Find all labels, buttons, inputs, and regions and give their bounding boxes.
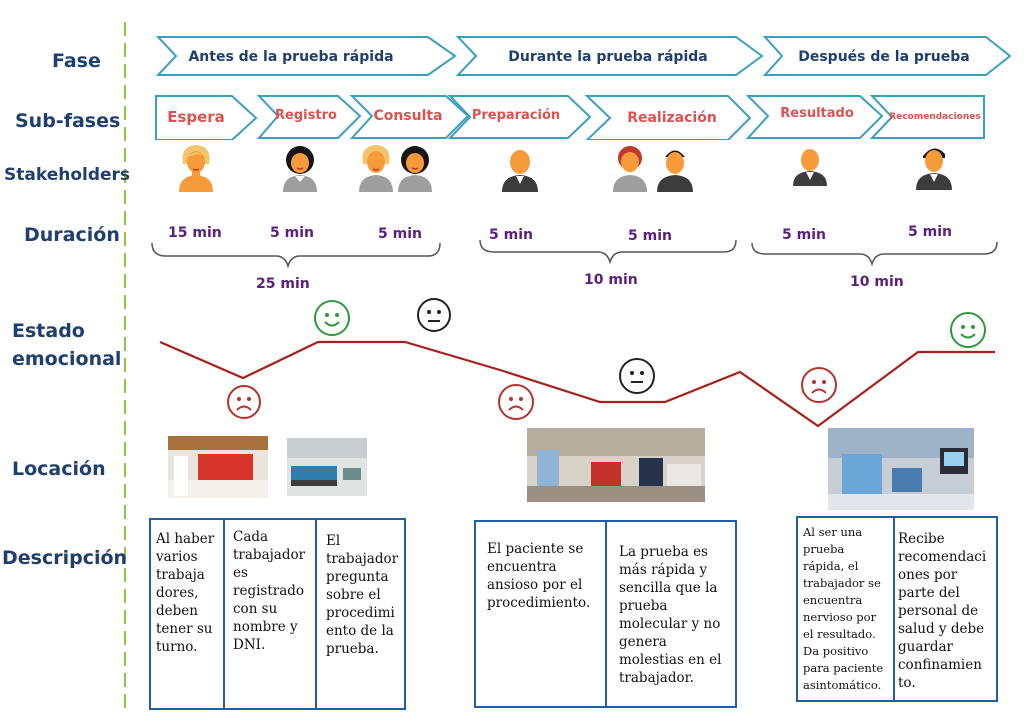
- emotion-face-happy-2: [950, 312, 986, 348]
- desc-recomendaciones: Recibe recomendaci ones por parte del pe…: [898, 531, 987, 691]
- duration-brace-during: [479, 239, 737, 265]
- subphase-label-recomendaciones: Recomendaciones: [889, 112, 981, 122]
- phase-label-before: Antes de la prueba rápida: [188, 49, 394, 65]
- subphase-label-realizacion: Realización: [627, 110, 717, 126]
- phase-chevron-during: [455, 36, 764, 76]
- phase-label-after: Después de la prueba: [798, 49, 970, 65]
- desc-group-before: [149, 518, 406, 710]
- stakeholder-avatar-man: [502, 150, 538, 192]
- duration-preparacion: 5 min: [489, 227, 533, 243]
- subphase-chevron-realizacion: [584, 95, 752, 140]
- stakeholder-avatar-man-3: [793, 149, 827, 186]
- subphase-label-registro: Registro: [275, 108, 337, 123]
- emotion-face-sad-3: [801, 367, 837, 403]
- stakeholder-avatar-dark-hair-woman: [283, 146, 317, 192]
- subphase-chevron-registro: [256, 95, 362, 139]
- subphase-label-consulta: Consulta: [373, 108, 443, 124]
- duration-registro: 5 min: [270, 225, 314, 241]
- desc-realizacion: La prueba es más rápida y sencilla que l…: [619, 544, 722, 686]
- photo-lab: [828, 428, 974, 510]
- emotion-face-happy: [314, 300, 350, 336]
- duration-phase-after: 10 min: [850, 274, 904, 290]
- photo-reception: [168, 436, 268, 498]
- subphase-label-preparacion: Preparación: [471, 108, 561, 123]
- emotion-curve: [159, 340, 995, 428]
- duration-brace-after: [751, 241, 998, 267]
- desc-espera: Al haber varios trabaja dores, deben ten…: [156, 531, 215, 655]
- stakeholder-avatar-dark-hair-woman-2: [398, 146, 432, 192]
- duration-recomendaciones: 5 min: [908, 224, 952, 240]
- emotion-face-sad-2: [498, 384, 534, 420]
- desc-resultado: Al ser una prueba rápida, el trabajador …: [803, 525, 884, 692]
- duration-brace-before: [151, 242, 441, 269]
- phase-chevron-after: [762, 36, 1012, 76]
- stakeholders-layer: [179, 145, 952, 192]
- row-label-emocional: emocional: [12, 348, 122, 370]
- subphase-chevron-espera: [155, 95, 258, 140]
- emotion-face-sad: [227, 385, 261, 419]
- photo-test-room: [527, 428, 705, 502]
- duration-espera: 15 min: [168, 225, 222, 241]
- row-label-subfases: Sub-fases: [15, 110, 121, 132]
- subphase-chevron-recomendaciones: [869, 95, 985, 139]
- desc-group-after: [796, 516, 998, 702]
- stakeholder-avatar-redhead: [613, 146, 647, 192]
- photo-waiting-room: [287, 438, 367, 496]
- subphase-chevron-preparacion: [447, 95, 592, 139]
- subphase-chevron-consulta: [349, 95, 470, 139]
- duration-consulta: 5 min: [378, 226, 422, 242]
- subphase-label-espera: Espera: [167, 108, 225, 126]
- subphase-chevron-resultado: [745, 95, 884, 139]
- row-label-stakeholders: Stakeholders: [4, 165, 131, 185]
- emotion-face-neutral: [417, 298, 451, 332]
- duration-phase-before: 25 min: [256, 276, 310, 292]
- stakeholder-avatar-blonde-woman-2: [359, 145, 393, 192]
- duration-resultado: 5 min: [782, 227, 826, 243]
- curve-layer: [151, 239, 998, 428]
- row-label-fase: Fase: [52, 50, 101, 72]
- row-label-duracion: Duración: [24, 224, 120, 246]
- desc-preparacion: El paciente se encuentra ansioso por el …: [487, 541, 591, 611]
- row-label-descripcion: Descripción: [2, 547, 128, 569]
- phase-chevron-before: [155, 36, 457, 76]
- phase-label-during: Durante la prueba rápida: [508, 49, 708, 65]
- duration-phase-during: 10 min: [584, 272, 638, 288]
- row-label-locacion: Locación: [12, 458, 106, 480]
- subphase-label-resultado: Resultado: [780, 106, 854, 121]
- chevron-layer: [155, 36, 1012, 140]
- desc-registro: Cada trabajador es registrado con su nom…: [233, 529, 306, 653]
- stakeholder-avatar-blonde-woman: [179, 145, 213, 192]
- duration-realizacion: 5 min: [628, 228, 672, 244]
- emotion-face-neutral-2: [619, 358, 655, 394]
- stakeholder-avatar-man-2: [657, 150, 693, 192]
- desc-consulta: El trabajador pregunta sobre el procedim…: [326, 533, 399, 657]
- row-label-estado: Estado: [12, 320, 85, 342]
- stakeholder-avatar-man-4: [916, 148, 952, 190]
